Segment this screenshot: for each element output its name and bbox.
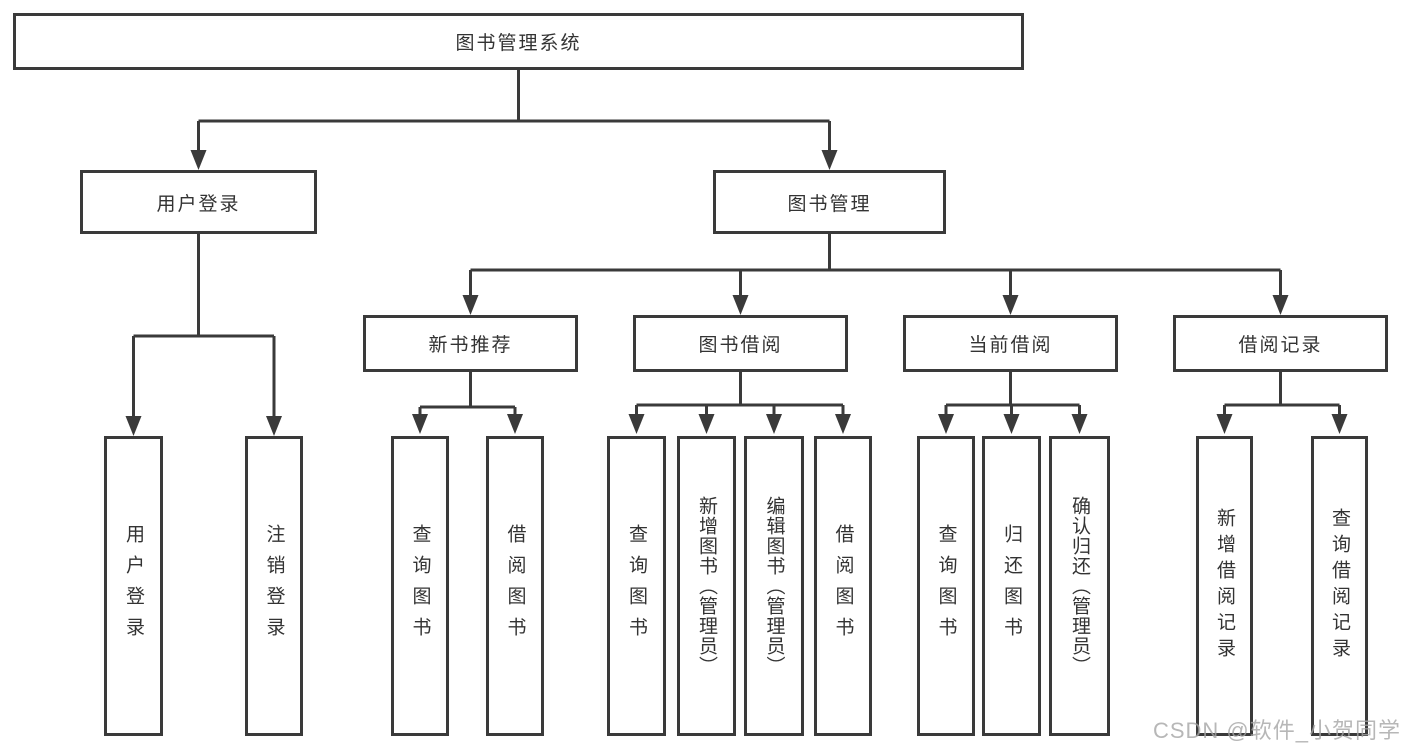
node-label: 新增借阅记录 <box>1214 508 1235 664</box>
arrow-icon <box>821 150 838 170</box>
arrow-icon <box>835 414 851 434</box>
node-label: 当前借阅 <box>968 335 1053 356</box>
node-current-borrowing: 当前借阅 <box>903 315 1118 372</box>
leaf-borrow-books-recommend: 借阅图书 <box>486 436 544 736</box>
leaf-query-borrow-record: 查询借阅记录 <box>1311 436 1368 736</box>
node-label: 新书推荐 <box>428 335 513 356</box>
arrow-icon <box>1071 414 1088 434</box>
arrow-icon <box>1331 414 1348 434</box>
arrow-icon <box>938 414 954 434</box>
node-label: 图书管理系统 <box>455 33 582 54</box>
node-label: 图书管理 <box>787 193 872 215</box>
node-label: 编辑图书（管理员） <box>763 496 785 676</box>
node-label: 借阅图书 <box>504 524 526 648</box>
node-label: 用户登录 <box>156 193 241 215</box>
arrow-icon <box>1216 414 1233 434</box>
node-label: 查询图书 <box>409 524 431 648</box>
arrow-icon <box>698 414 715 434</box>
arrow-icon <box>462 295 479 315</box>
node-book-borrowing: 图书借阅 <box>633 315 848 372</box>
arrow-icon <box>412 414 428 434</box>
leaf-add-books-admin: 新增图书（管理员） <box>677 436 736 736</box>
node-label: 注销登录 <box>263 524 285 648</box>
arrow-icon <box>766 414 782 434</box>
arrow-icon <box>190 150 207 170</box>
node-borrowing-records: 借阅记录 <box>1173 315 1388 372</box>
node-label: 用户登录 <box>123 524 144 648</box>
leaf-query-books-recommend: 查询图书 <box>391 436 449 736</box>
arrow-icon <box>507 414 523 434</box>
leaf-logout: 注销登录 <box>245 436 303 736</box>
arrow-icon <box>732 295 749 315</box>
arrowheads <box>125 150 1348 436</box>
leaf-borrow-books: 借阅图书 <box>814 436 872 736</box>
node-label: 新增图书（管理员） <box>696 496 717 676</box>
node-label: 借阅图书 <box>832 524 854 648</box>
arrow-icon <box>1272 295 1289 315</box>
arrow-icon <box>266 416 282 436</box>
node-label: 查询图书 <box>626 524 647 648</box>
node-label: 查询图书 <box>935 524 957 648</box>
node-book-management: 图书管理 <box>713 170 946 234</box>
node-label: 归还图书 <box>1001 524 1022 648</box>
leaf-user-login: 用户登录 <box>104 436 163 736</box>
node-label: 查询借阅记录 <box>1329 508 1350 664</box>
leaf-query-books-current: 查询图书 <box>917 436 975 736</box>
csdn-watermark: CSDN @软件_小贺同学 <box>1152 718 1401 743</box>
node-new-book-recommend: 新书推荐 <box>363 315 578 372</box>
node-label: 借阅记录 <box>1238 335 1323 356</box>
leaf-return-books: 归还图书 <box>982 436 1041 736</box>
arrow-icon <box>125 416 142 436</box>
node-label: 图书借阅 <box>698 335 783 356</box>
arrow-icon <box>1002 295 1019 315</box>
arrow-icon <box>628 414 645 434</box>
node-label: 确认归还（管理员） <box>1069 496 1090 676</box>
arrow-icon <box>1003 414 1020 434</box>
leaf-add-borrow-record: 新增借阅记录 <box>1196 436 1253 736</box>
leaf-query-books-borrow: 查询图书 <box>607 436 666 736</box>
leaf-edit-books-admin: 编辑图书（管理员） <box>744 436 804 736</box>
leaf-confirm-return-admin: 确认归还（管理员） <box>1049 436 1110 736</box>
node-root-book-management-system: 图书管理系统 <box>13 13 1024 70</box>
node-user-login: 用户登录 <box>80 170 317 234</box>
